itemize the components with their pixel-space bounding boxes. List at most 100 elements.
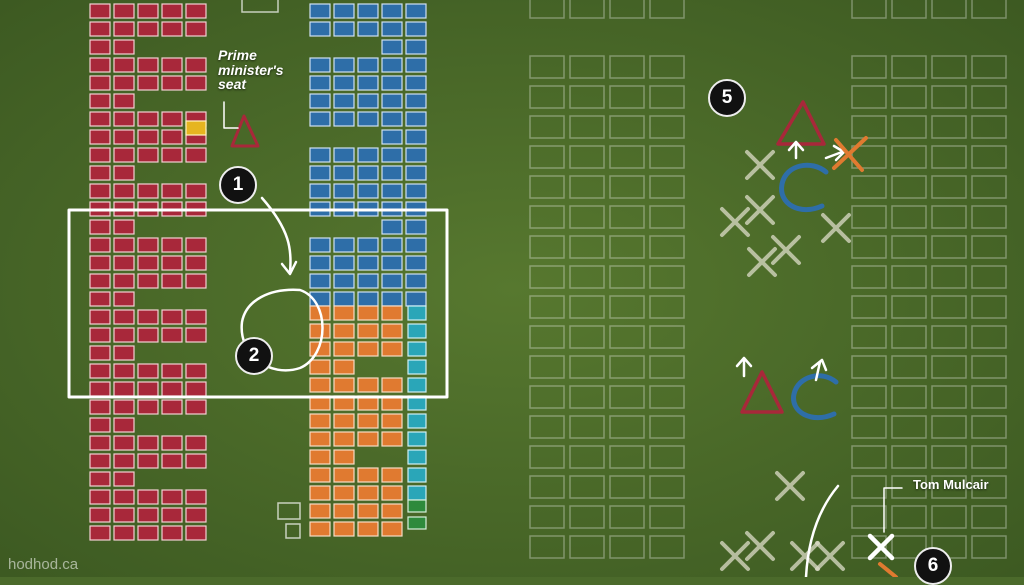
- outline-seat: [529, 265, 565, 289]
- outline-seat: [569, 175, 605, 199]
- conservative-seat: [185, 3, 207, 19]
- ndp-seat: [309, 165, 331, 181]
- conservative-seat: [89, 453, 111, 469]
- outline-seat: [891, 175, 927, 199]
- triangle-icon: [230, 114, 260, 148]
- outline-seat: [891, 205, 927, 229]
- outline-seat: [851, 505, 887, 529]
- outline-seat: [971, 115, 1007, 139]
- ndp-seat: [405, 3, 427, 19]
- liberal-seat: [333, 449, 355, 465]
- ndp-seat: [405, 111, 427, 127]
- conservative-seat: [161, 237, 183, 253]
- ndp-seat: [309, 57, 331, 73]
- outline-seat: [529, 85, 565, 109]
- liberal-seat: [357, 413, 379, 429]
- outline-seat: [569, 0, 605, 19]
- liberal-seat: [381, 341, 403, 357]
- conservative-seat: [161, 309, 183, 325]
- conservative-seat: [113, 3, 135, 19]
- x-mark-icon: [821, 213, 851, 243]
- outline-seat: [529, 205, 565, 229]
- ndp-seat: [381, 273, 403, 289]
- outline-seat: [649, 85, 685, 109]
- conservative-seat: [185, 147, 207, 163]
- outline-seat: [569, 235, 605, 259]
- ndp-seat: [381, 219, 403, 235]
- prime-minister-seat-label: Prime minister's seat: [218, 47, 284, 93]
- conservative-seat: [89, 111, 111, 127]
- conservative-seat: [137, 3, 159, 19]
- conservative-seat: [89, 345, 111, 361]
- outline-seat: [569, 505, 605, 529]
- outline-seat: [931, 475, 967, 499]
- outline-seat: [891, 505, 927, 529]
- outline-seat: [609, 445, 645, 469]
- conservative-seat: [185, 489, 207, 505]
- outline-seat: [529, 475, 565, 499]
- conservative-seat: [89, 309, 111, 325]
- liberal-seat: [309, 503, 331, 519]
- outline-seat: [609, 505, 645, 529]
- outline-seat: [971, 295, 1007, 319]
- conservative-seat: [161, 57, 183, 73]
- conservative-seat: [113, 453, 135, 469]
- conservative-seat: [89, 219, 111, 235]
- outline-seat: [649, 0, 685, 19]
- liberal-seat: [381, 485, 403, 501]
- ndp-seat: [405, 57, 427, 73]
- bloc-seat: [407, 467, 427, 483]
- liberal-seat: [357, 521, 379, 537]
- outline-seat: [609, 175, 645, 199]
- outline-seat: [529, 145, 565, 169]
- ndp-seat: [405, 93, 427, 109]
- conservative-seat: [185, 57, 207, 73]
- outline-seat: [971, 145, 1007, 169]
- outline-seat: [931, 85, 967, 109]
- conservative-seat: [89, 93, 111, 109]
- conservative-seat: [89, 363, 111, 379]
- ndp-seat: [405, 75, 427, 91]
- conservative-seat: [185, 183, 207, 199]
- conservative-seat: [137, 525, 159, 541]
- conservative-seat: [113, 75, 135, 91]
- conservative-seat: [185, 309, 207, 325]
- conservative-seat: [113, 273, 135, 289]
- outline-seat: [569, 85, 605, 109]
- liberal-seat: [333, 305, 355, 321]
- outline-seat: [931, 145, 967, 169]
- outline-seat: [971, 205, 1007, 229]
- liberal-seat: [309, 485, 331, 501]
- ndp-seat: [309, 183, 331, 199]
- conservative-seat: [137, 381, 159, 397]
- arrow-icon: [260, 196, 292, 274]
- outline-seat: [569, 295, 605, 319]
- outline-seat: [649, 295, 685, 319]
- conservative-seat: [113, 435, 135, 451]
- outline-seat: [649, 475, 685, 499]
- bloc-seat: [407, 323, 427, 339]
- ndp-seat: [405, 147, 427, 163]
- ndp-seat: [405, 165, 427, 181]
- bloc-seat: [407, 341, 427, 357]
- conservative-seat: [161, 489, 183, 505]
- ndp-seat: [405, 273, 427, 289]
- conservative-seat: [113, 471, 135, 487]
- ndp-seat: [357, 75, 379, 91]
- conservative-seat: [89, 417, 111, 433]
- outline-seat: [649, 205, 685, 229]
- ndp-seat: [381, 255, 403, 271]
- conservative-seat: [89, 183, 111, 199]
- conservative-seat: [113, 309, 135, 325]
- liberal-seat: [357, 305, 379, 321]
- conservative-seat: [113, 381, 135, 397]
- outline-seat: [569, 445, 605, 469]
- outline-seat: [971, 85, 1007, 109]
- conservative-seat: [137, 21, 159, 37]
- conservative-seat: [113, 147, 135, 163]
- ndp-seat: [357, 291, 379, 307]
- outline-seat: [241, 0, 279, 13]
- conservative-seat: [113, 183, 135, 199]
- conservative-seat: [89, 237, 111, 253]
